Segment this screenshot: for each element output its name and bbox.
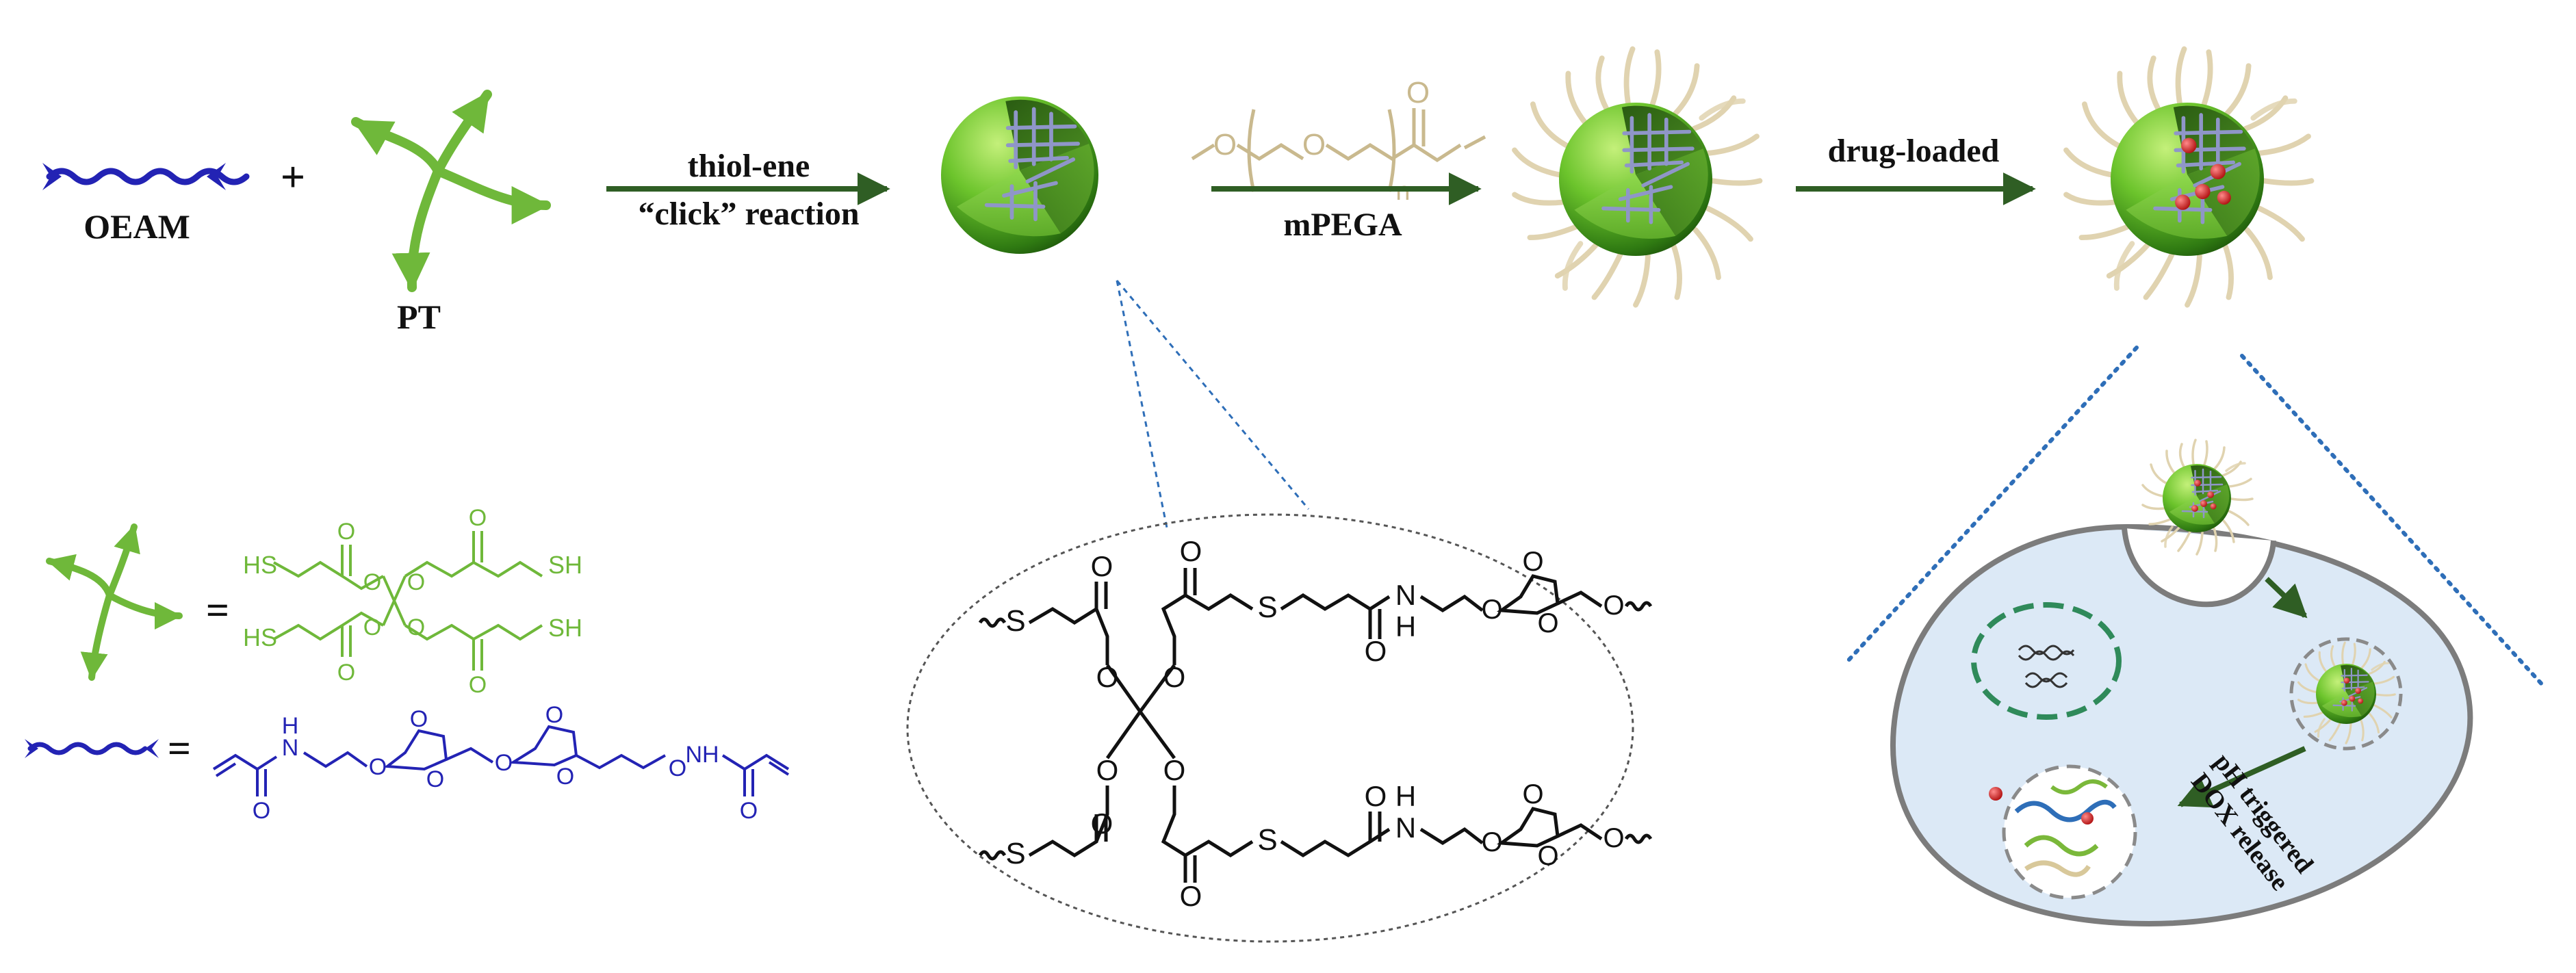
pt-structure: HS SH HS SH O O O O O O O O [243, 505, 582, 698]
arrow-uptake [2265, 577, 2308, 619]
crosslink-structure: S O O O O S O N H O O O O S O O O O S O … [978, 535, 1653, 912]
nucleus-icon [1971, 602, 2122, 720]
label-thiol-ene: thiol-ene [688, 148, 810, 184]
zoom-line-left [1116, 280, 1169, 532]
pt-o6: O [337, 660, 355, 686]
oeam-o3: O [410, 706, 428, 732]
cl-o10: O [1096, 754, 1119, 786]
cl-s2: S [1257, 591, 1277, 624]
zoom-ellipse [906, 513, 1634, 943]
pt-o4: O [407, 569, 425, 595]
oeam-o1: O [253, 798, 270, 824]
nanogel-sphere [941, 96, 1098, 254]
label-mpega: mPEGA [1283, 207, 1402, 243]
arrow-dox-release [2177, 746, 2306, 808]
cell-notch [2122, 528, 2276, 608]
cl-o12: O [1163, 754, 1186, 786]
label-drug-loaded: drug-loaded [1828, 133, 2000, 169]
oeam-nh1: N [282, 735, 299, 761]
cl-o17: O [1537, 841, 1558, 871]
cl-n2: N [1395, 812, 1416, 844]
cl-o14: O [1365, 780, 1387, 812]
oeam-legend-icon [25, 739, 159, 758]
cl-s1: S [1005, 604, 1025, 638]
pt-sh2: SH [548, 551, 582, 579]
cell-zoom-line-right [2240, 354, 2545, 688]
pt-sh3: HS [243, 623, 277, 651]
pt-legend-icon [46, 523, 183, 681]
cl-o4: O [1180, 535, 1202, 567]
cl-o15: O [1481, 827, 1502, 857]
oeam-nh2: NH [685, 742, 719, 768]
label-pt: PT [397, 298, 441, 336]
pt-sh4: SH [548, 614, 582, 642]
cl-o7: O [1522, 547, 1543, 577]
cl-n1: N [1395, 579, 1416, 611]
oeam-chain-icon [42, 163, 250, 190]
mpega-o2: O [1302, 128, 1326, 161]
oeam-h1: H [282, 713, 299, 739]
cl-o11: O [1091, 807, 1113, 840]
cl-h1: H [1395, 610, 1416, 643]
cl-o3: O [1163, 661, 1186, 693]
oeam-o4: O [426, 766, 444, 792]
cl-s4: S [1257, 823, 1277, 857]
pt-equals: = [206, 588, 229, 633]
cl-o5: O [1365, 635, 1387, 667]
cl-o6: O [1481, 595, 1502, 625]
pegylated-nanogel [1515, 49, 1760, 305]
cl-o2: O [1096, 661, 1119, 693]
pt-o5: O [363, 614, 381, 640]
pt-o1: O [337, 519, 355, 545]
oeam-o5: O [495, 750, 513, 776]
lysosome-degraded-chains [2002, 764, 2137, 900]
mpega-structure: O O O n [1191, 76, 1486, 206]
pt-o2: O [363, 569, 381, 595]
cl-o8: O [1537, 608, 1558, 638]
endosome-nanogel [2289, 637, 2403, 751]
oeam-equals: = [168, 726, 191, 771]
mpega-o3: O [1406, 76, 1430, 109]
cl-o16: O [1522, 779, 1543, 809]
cl-o9: O [1603, 591, 1624, 621]
cell-zoom-line-left [1846, 346, 2139, 663]
oeam-o8: O [669, 755, 686, 781]
drug-loaded-nanogel [2066, 49, 2311, 305]
mpega-o1: O [1213, 128, 1237, 161]
cl-o18: O [1603, 823, 1624, 853]
oeam-structure: N H O O O O O O O O NH O [212, 702, 790, 824]
cl-h2: H [1395, 780, 1416, 812]
cl-o1: O [1091, 550, 1113, 582]
pt-o3: O [469, 505, 487, 531]
zoom-line-right [1116, 280, 1310, 510]
pt-o8: O [469, 672, 487, 698]
plus-sign: + [281, 153, 305, 201]
label-click-reaction: “click” reaction [638, 196, 859, 232]
pt-four-arm-icon [351, 90, 551, 292]
oeam-o9: O [740, 798, 758, 824]
cl-o13: O [1180, 880, 1202, 912]
cl-s3: S [1005, 837, 1025, 870]
pt-sh1: HS [243, 551, 277, 579]
oeam-o2: O [369, 754, 387, 780]
oeam-o7: O [556, 764, 574, 790]
oeam-o6: O [545, 702, 563, 728]
pt-o7: O [407, 614, 425, 640]
label-oeam: OEAM [83, 207, 190, 246]
